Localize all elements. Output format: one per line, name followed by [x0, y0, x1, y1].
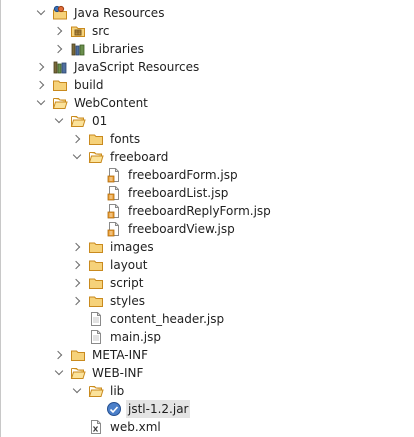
folder-open-icon [52, 95, 68, 111]
file-icon [88, 311, 104, 327]
tree-item[interactable]: freeboardView.jsp [54, 220, 414, 238]
tree-item[interactable]: web.xml [36, 418, 414, 436]
expand-chevron-icon[interactable] [72, 274, 84, 292]
expand-chevron-icon[interactable] [36, 76, 48, 94]
jsp-file-icon [106, 221, 122, 237]
package-folder-icon [70, 23, 86, 39]
tree-item[interactable]: Java Resources [0, 4, 414, 22]
folder-icon [88, 275, 104, 291]
tree-item-label: freeboardReplyForm.jsp [128, 204, 271, 218]
tree-item-label: src [92, 24, 110, 38]
libraries-icon [70, 41, 86, 57]
tree-item[interactable]: WEB-INF [18, 364, 414, 382]
folder-open-icon [70, 113, 86, 129]
xml-file-icon [88, 419, 104, 435]
tree-item[interactable]: META-INF [18, 346, 414, 364]
tree-item[interactable]: freeboardList.jsp [54, 184, 414, 202]
expand-chevron-icon[interactable] [72, 238, 84, 256]
tree-item[interactable]: freeboardForm.jsp [54, 166, 414, 184]
tree-item[interactable]: freeboardReplyForm.jsp [54, 202, 414, 220]
tree-item-label: WebContent [74, 96, 148, 110]
tree-item-label: 01 [92, 114, 108, 128]
tree-item-label: images [110, 240, 154, 254]
folder-open-icon [88, 383, 104, 399]
tree-item[interactable]: fonts [36, 130, 414, 148]
tree-item[interactable]: content_header.jsp [36, 310, 414, 328]
tree-item[interactable]: layout [36, 256, 414, 274]
folder-icon [52, 77, 68, 93]
tree-item[interactable]: src [18, 22, 414, 40]
collapse-chevron-icon[interactable] [54, 364, 66, 382]
folder-icon [70, 347, 86, 363]
tree-item[interactable]: freeboard [36, 148, 414, 166]
tree-item[interactable]: 01 [18, 112, 414, 130]
tree-item[interactable]: images [36, 238, 414, 256]
tree-item-label: fonts [110, 132, 141, 146]
tree-item-label: lib [110, 384, 125, 398]
tree-item-label: script [110, 276, 144, 290]
tree-item-label: freeboardList.jsp [128, 186, 229, 200]
tree-item-label: freeboardView.jsp [128, 222, 235, 236]
tree-item-label: styles [110, 294, 146, 308]
tree-item-label: layout [110, 258, 148, 272]
tree-item[interactable]: styles [36, 292, 414, 310]
tree-item[interactable]: build [0, 76, 414, 94]
tree-item-label: Java Resources [74, 6, 165, 20]
tree-item[interactable]: lib [36, 382, 414, 400]
tree-item-label: build [74, 78, 104, 92]
folder-open-icon [70, 365, 86, 381]
file-icon [88, 329, 104, 345]
jsp-file-icon [106, 185, 122, 201]
left-border [0, 0, 1, 437]
collapse-chevron-icon[interactable] [72, 148, 84, 166]
folder-icon [88, 257, 104, 273]
folder-icon [88, 239, 104, 255]
tree-item-label: web.xml [110, 420, 161, 434]
tree-item-label: content_header.jsp [110, 312, 225, 326]
expand-chevron-icon[interactable] [54, 346, 66, 364]
jsp-file-icon [106, 167, 122, 183]
tree-item[interactable]: WebContent [0, 94, 414, 112]
tree-item[interactable]: Libraries [18, 40, 414, 58]
java-resources-icon [52, 5, 68, 21]
tree-item-label: META-INF [92, 348, 149, 362]
collapse-chevron-icon[interactable] [54, 112, 66, 130]
expand-chevron-icon[interactable] [72, 130, 84, 148]
expand-chevron-icon[interactable] [36, 58, 48, 76]
javascript-resources-icon [52, 59, 68, 75]
collapse-chevron-icon[interactable] [36, 4, 48, 22]
tree-item[interactable]: main.jsp [36, 328, 414, 346]
tree-item-label: freeboardForm.jsp [128, 168, 238, 182]
jar-file-icon [106, 401, 122, 417]
collapse-chevron-icon[interactable] [72, 382, 84, 400]
folder-open-icon [88, 149, 104, 165]
tree-item[interactable]: JavaScript Resources [0, 58, 414, 76]
tree-item-label: Libraries [92, 42, 144, 56]
tree-item-label: main.jsp [110, 330, 161, 344]
jsp-file-icon [106, 203, 122, 219]
folder-icon [88, 131, 104, 147]
tree-item-label: freeboard [110, 150, 169, 164]
expand-chevron-icon[interactable] [72, 292, 84, 310]
tree-item-label: jstl-1.2.jar [126, 400, 191, 418]
collapse-chevron-icon[interactable] [36, 94, 48, 112]
expand-chevron-icon[interactable] [54, 22, 66, 40]
tree-item[interactable]: script [36, 274, 414, 292]
expand-chevron-icon[interactable] [54, 40, 66, 58]
tree-item[interactable]: jstl-1.2.jar [54, 400, 414, 418]
expand-chevron-icon[interactable] [72, 256, 84, 274]
tree-item-label: JavaScript Resources [74, 60, 200, 74]
folder-icon [88, 293, 104, 309]
tree-item-label: WEB-INF [92, 366, 144, 380]
